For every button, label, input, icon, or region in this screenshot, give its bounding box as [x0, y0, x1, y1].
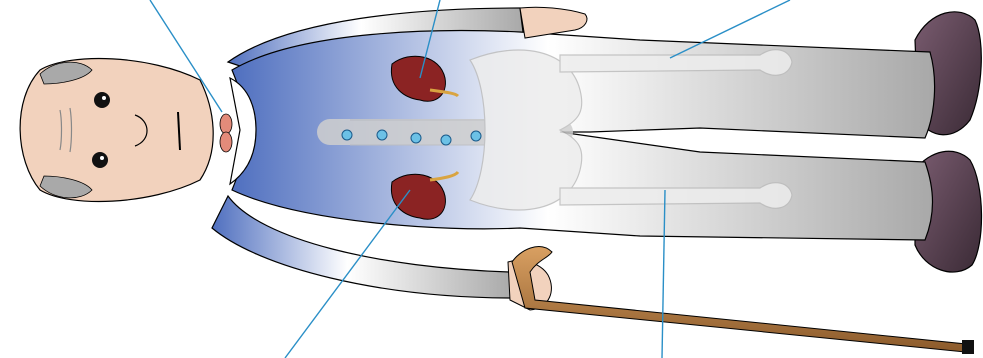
cane-tip [962, 340, 974, 354]
cane [512, 247, 974, 354]
eye-upper [94, 92, 110, 108]
thyroid [220, 114, 232, 152]
eye-lower [92, 152, 108, 168]
head [20, 59, 213, 202]
hand-upper [520, 7, 587, 38]
